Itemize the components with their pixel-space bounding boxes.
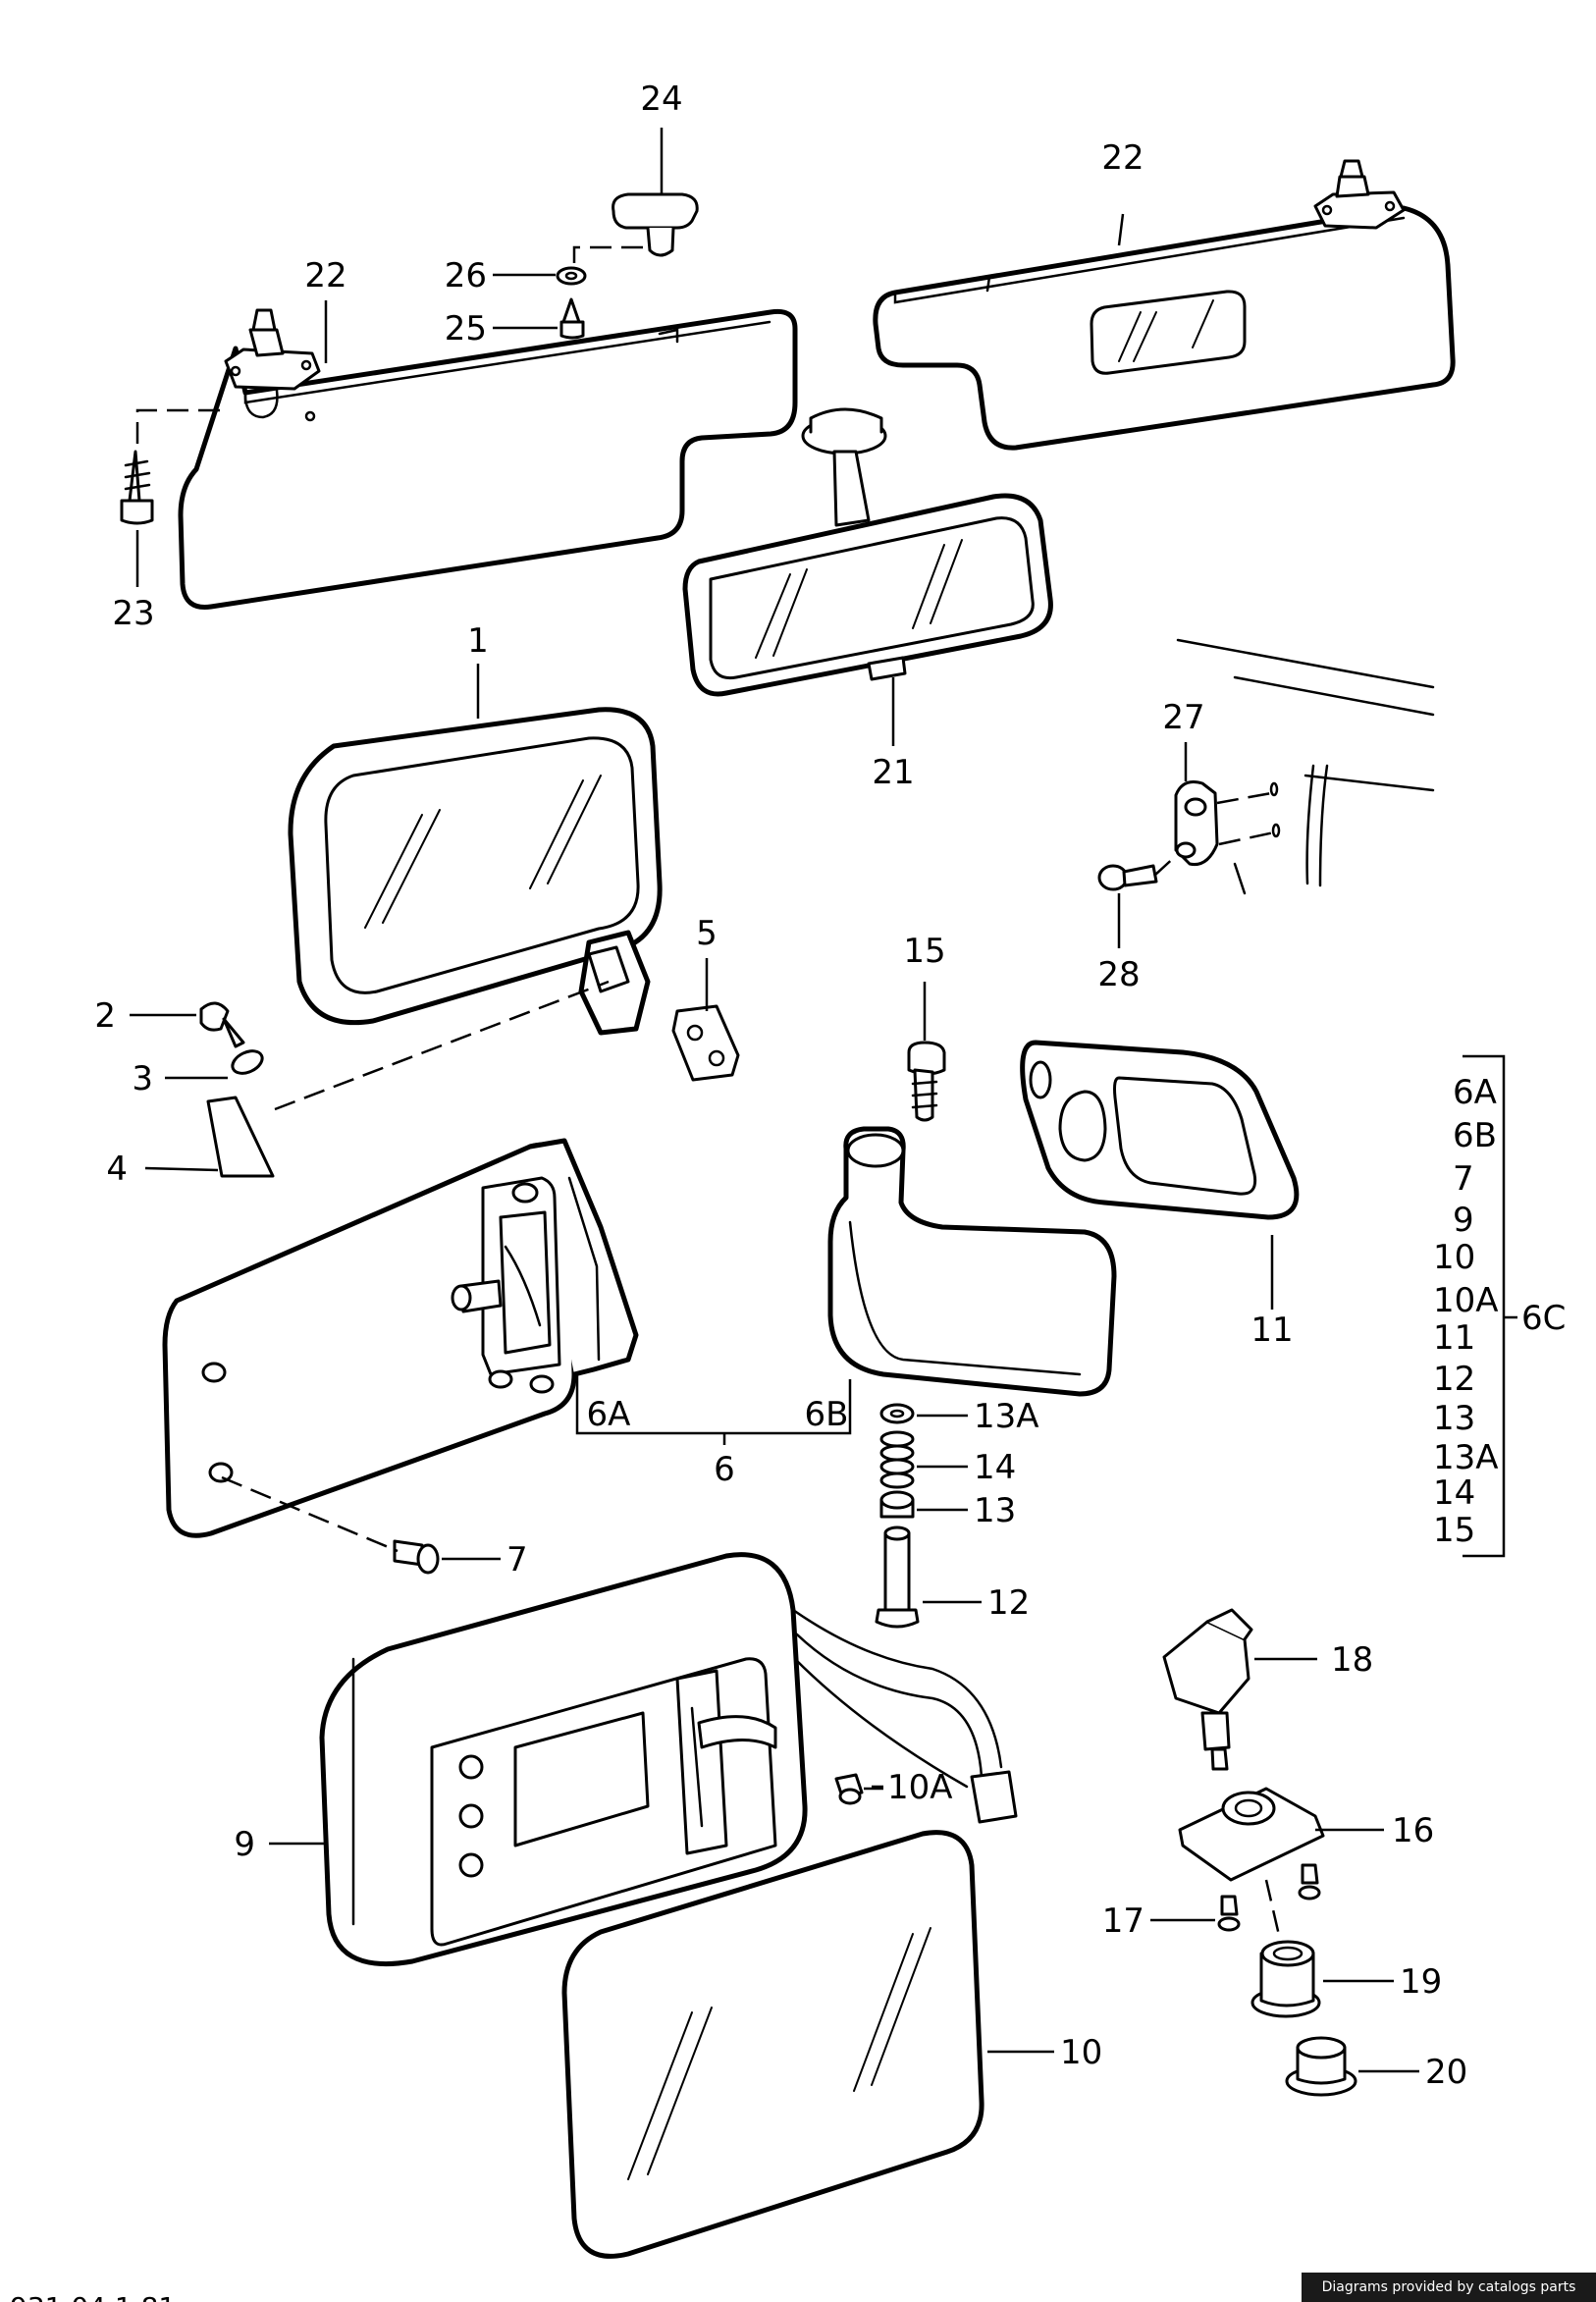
switch-18 bbox=[1162, 1608, 1253, 1771]
leader-lines bbox=[130, 128, 1517, 2073]
clip-17-left bbox=[1217, 1895, 1241, 1932]
callout-14: 14 bbox=[974, 1448, 1016, 1487]
screw-23 bbox=[120, 450, 154, 525]
callout-3: 3 bbox=[132, 1059, 153, 1098]
assembly-line-27b bbox=[1218, 830, 1275, 846]
hole-27b bbox=[1271, 823, 1281, 838]
callout-28: 28 bbox=[1097, 955, 1140, 994]
callout-25: 25 bbox=[445, 309, 487, 348]
hole-27a bbox=[1269, 781, 1279, 797]
trim-plate-16 bbox=[1178, 1787, 1325, 1882]
mirror-cover-6B bbox=[827, 1126, 1117, 1397]
bracket-27 bbox=[1174, 780, 1219, 867]
group-6C-item: 9 bbox=[1453, 1201, 1474, 1240]
callout-5: 5 bbox=[696, 914, 718, 953]
screw-15 bbox=[907, 1041, 946, 1122]
screw-25 bbox=[559, 297, 585, 340]
assembly-line-28 bbox=[1153, 853, 1179, 877]
callout-9: 9 bbox=[234, 1825, 255, 1864]
group-6C-label: 6C bbox=[1521, 1299, 1566, 1338]
assembly-line-mirror-base bbox=[274, 980, 610, 1111]
screw-28 bbox=[1097, 864, 1158, 891]
callout-17: 17 bbox=[1102, 1901, 1144, 1941]
callout-10: 10 bbox=[1060, 2033, 1102, 2072]
group-6C-item: 12 bbox=[1433, 1360, 1475, 1399]
outside-mirror-1 bbox=[288, 707, 663, 1036]
cap-20 bbox=[1285, 2036, 1357, 2097]
callout-22-right: 22 bbox=[1101, 138, 1144, 178]
washer-3 bbox=[231, 1049, 264, 1075]
group-6C-list: 6A 6B 7 9 10 10A 11 12 13 13A 14 15 6C bbox=[1433, 1073, 1566, 1550]
assembly-line-7 bbox=[221, 1475, 399, 1553]
group-6C-item: 6A bbox=[1453, 1073, 1497, 1112]
gasket-11 bbox=[1020, 1040, 1300, 1220]
callout-13: 13 bbox=[974, 1491, 1016, 1530]
callout-23: 23 bbox=[112, 594, 154, 633]
callout-20: 20 bbox=[1425, 2053, 1467, 2092]
group-6C-item: 10A bbox=[1433, 1281, 1499, 1320]
credit-banner: Diagrams provided by catalogs parts bbox=[1302, 2273, 1596, 2302]
group-6C-item: 7 bbox=[1453, 1159, 1474, 1199]
callout-2: 2 bbox=[94, 996, 116, 1036]
callout-21: 21 bbox=[872, 753, 914, 792]
clip-24 bbox=[612, 192, 699, 257]
washer-13A bbox=[879, 1403, 915, 1424]
sun-visor-right bbox=[873, 205, 1456, 451]
group-6C-item: 14 bbox=[1433, 1473, 1475, 1513]
callout-19: 19 bbox=[1400, 1962, 1442, 2002]
assembly-line-19 bbox=[1264, 1879, 1283, 1945]
clip-17-right bbox=[1298, 1863, 1321, 1900]
callout-18: 18 bbox=[1331, 1640, 1373, 1680]
callout-6A: 6A bbox=[587, 1395, 631, 1434]
mirror-base-6A bbox=[162, 1138, 639, 1538]
callout-22-left: 22 bbox=[304, 256, 346, 295]
callout-13A: 13A bbox=[974, 1397, 1039, 1436]
group-6C-item: 15 bbox=[1433, 1511, 1475, 1550]
screw-2 bbox=[199, 1001, 245, 1048]
group-6C-item: 11 bbox=[1433, 1318, 1475, 1358]
mirror-housing-9 bbox=[319, 1552, 1018, 1967]
nut-13 bbox=[879, 1490, 915, 1519]
visor-pivot-left bbox=[224, 308, 321, 419]
drawing-number: 931 04 1 81 bbox=[10, 2291, 176, 2302]
callout-11: 11 bbox=[1250, 1311, 1293, 1350]
callout-16: 16 bbox=[1392, 1811, 1434, 1850]
group-6C-item: 13A bbox=[1433, 1438, 1499, 1477]
group-6C-item: 10 bbox=[1433, 1238, 1475, 1277]
callout-1: 1 bbox=[467, 621, 489, 661]
callout-27: 27 bbox=[1162, 698, 1204, 737]
rear-view-mirror-21 bbox=[682, 407, 1053, 697]
plate-5 bbox=[671, 1004, 740, 1082]
bracket-6 bbox=[575, 1374, 852, 1445]
washer-26 bbox=[556, 266, 587, 286]
callout-15: 15 bbox=[903, 932, 945, 971]
callout-12: 12 bbox=[987, 1583, 1030, 1623]
assembly-line-27a bbox=[1216, 791, 1272, 805]
body-panel bbox=[1176, 638, 1435, 895]
visor-pivot-right bbox=[1313, 159, 1406, 230]
screw-10A bbox=[834, 1773, 864, 1805]
callout-6B: 6B bbox=[805, 1395, 849, 1434]
group-6C-item: 6B bbox=[1453, 1116, 1497, 1155]
mirror-glass-10 bbox=[561, 1830, 984, 2259]
callout-10A: 10A bbox=[887, 1768, 953, 1807]
bolt-12 bbox=[875, 1526, 920, 1629]
callout-7: 7 bbox=[506, 1540, 528, 1579]
grommet-19 bbox=[1250, 1940, 1321, 2018]
wedge-4 bbox=[206, 1096, 275, 1178]
spring-14 bbox=[879, 1430, 915, 1489]
screw-7 bbox=[393, 1539, 440, 1575]
callout-26: 26 bbox=[445, 256, 487, 295]
callout-6: 6 bbox=[714, 1450, 735, 1489]
group-6C-item: 13 bbox=[1433, 1399, 1475, 1438]
callout-24: 24 bbox=[640, 80, 682, 119]
assembly-line-23 bbox=[135, 408, 226, 444]
callout-4: 4 bbox=[106, 1150, 128, 1189]
assembly-line-24 bbox=[572, 245, 648, 263]
